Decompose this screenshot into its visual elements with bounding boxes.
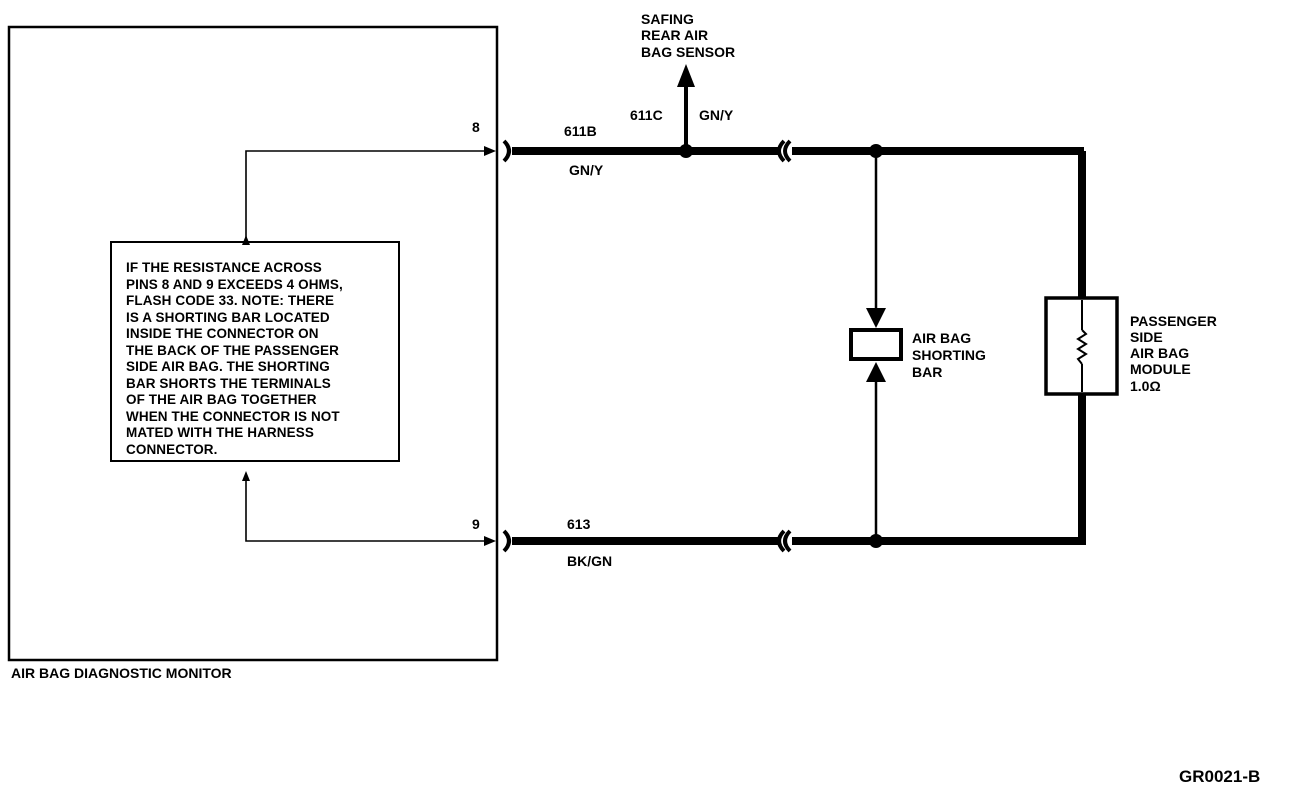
- svg-text:AIR BAG: AIR BAG: [1130, 345, 1189, 361]
- harness-connector-bottom-icon: [777, 529, 786, 553]
- note-line: PINS 8 AND 9 EXCEEDS 4 OHMS,: [126, 276, 343, 292]
- note-line: OF THE AIR BAG TOGETHER: [126, 392, 317, 407]
- svg-text:BAR: BAR: [912, 364, 942, 380]
- wire-611c-circuit: 611C: [630, 107, 663, 123]
- connector-pin8-icon: [502, 139, 511, 163]
- safing-sensor-label: SAFING REAR AIR BAG SENSOR: [641, 11, 735, 60]
- safing-sensor-arrowhead: [677, 64, 695, 87]
- svg-text:1.0Ω: 1.0Ω: [1130, 378, 1161, 394]
- svg-text:PASSENGER: PASSENGER: [1130, 313, 1217, 329]
- note-line: SIDE AIR BAG. THE SHORTING: [126, 359, 330, 374]
- shorting-bar-label: AIR BAG SHORTING BAR: [912, 330, 986, 380]
- svg-text:MODULE: MODULE: [1130, 361, 1191, 377]
- pin9-arrowhead: [484, 536, 496, 546]
- wire-613-circuit: 613: [567, 516, 591, 532]
- shorting-bar-down-arrow-icon: [866, 308, 886, 328]
- note-line: WHEN THE CONNECTOR IS NOT: [126, 408, 340, 424]
- wire-611b-circuit: 611B: [564, 123, 597, 139]
- note-arrows: [245, 150, 490, 542]
- note-line: FLASH CODE 33. NOTE: THERE: [126, 293, 335, 308]
- note-line: CONNECTOR.: [126, 441, 218, 457]
- note-down-arrowhead: [242, 471, 250, 481]
- resistor-icon: [1076, 329, 1088, 365]
- note-line: BAR SHORTS THE TERMINALS: [126, 375, 331, 391]
- wire-611b-color: GN/Y: [569, 162, 604, 178]
- wire-613-color: BK/GN: [567, 553, 612, 569]
- svg-text:SAFING: SAFING: [641, 11, 694, 27]
- diagnostic-note-box: IF THE RESISTANCE ACROSS PINS 8 AND 9 EX…: [110, 241, 400, 462]
- pin8-arrowhead: [484, 146, 496, 156]
- shorting-bar-up-arrow-icon: [866, 362, 886, 382]
- air-bag-module-label: PASSENGER SIDE AIR BAG MODULE 1.0Ω: [1130, 313, 1217, 394]
- harness-connector-top-icon: [777, 139, 786, 163]
- svg-text:AIR BAG: AIR BAG: [912, 330, 971, 346]
- monitor-box: [7, 25, 499, 662]
- note-line: MATED WITH THE HARNESS: [126, 425, 314, 440]
- svg-text:REAR AIR: REAR AIR: [641, 27, 708, 43]
- monitor-label: AIR BAG DIAGNOSTIC MONITOR: [11, 665, 232, 681]
- pin-8-label: 8: [472, 119, 480, 135]
- note-line: THE BACK OF THE PASSENGER: [126, 342, 340, 358]
- svg-text:SIDE: SIDE: [1130, 329, 1163, 345]
- note-line: INSIDE THE CONNECTOR ON: [126, 326, 319, 341]
- wire-611c-color: GN/Y: [699, 107, 734, 123]
- svg-text:BAG SENSOR: BAG SENSOR: [641, 44, 735, 60]
- svg-text:SHORTING: SHORTING: [912, 347, 986, 363]
- note-line: IF THE RESISTANCE ACROSS: [126, 260, 322, 275]
- figure-id: GR0021-B: [1179, 767, 1260, 786]
- shorting-bar-symbol: [849, 328, 903, 361]
- pin-9-label: 9: [472, 516, 480, 532]
- splice-611c: [679, 144, 693, 158]
- connector-pin9-icon: [502, 529, 511, 553]
- note-line: IS A SHORTING BAR LOCATED: [126, 309, 330, 325]
